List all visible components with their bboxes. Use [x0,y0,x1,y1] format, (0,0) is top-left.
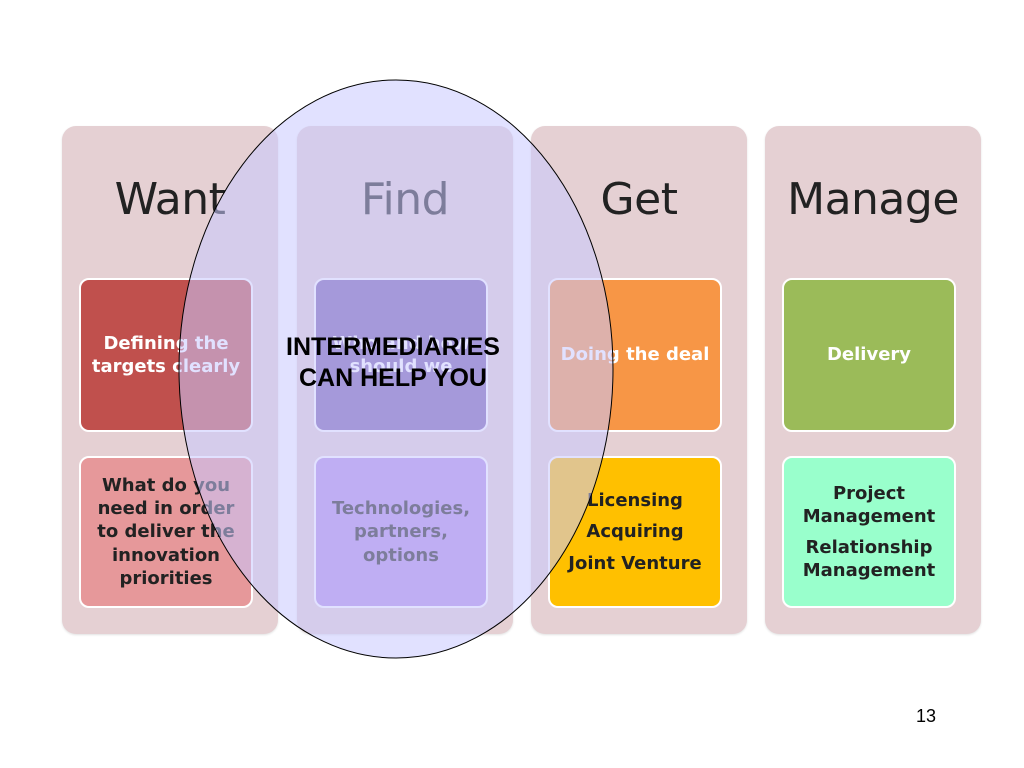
manage-top-box-text: Delivery [826,344,912,366]
manage-relationship-management-text: Relationship Management [802,537,936,582]
want-bottom-box: What do you need in order to deliver the… [79,456,253,608]
column-get: Get Doing the deal Licensing Acquiring J… [531,126,747,634]
get-joint-venture-text: Joint Venture [568,552,702,574]
manage-project-management-text: Project Management [802,482,936,527]
column-title-find: Find [360,174,450,225]
get-top-box-text: Doing the deal [560,344,710,366]
column-want: Want Defining the targets clearly What d… [62,126,278,634]
intermediaries-callout: INTERMEDIARIES CAN HELP YOU [253,332,533,393]
column-title-want: Want [114,174,226,225]
manage-top-box: Delivery [782,278,956,432]
get-acquiring-text: Acquiring [586,521,684,543]
want-top-box-text: Defining the targets clearly [91,332,241,377]
column-manage: Manage Delivery Project Management Relat… [765,126,981,634]
callout-line-2: CAN HELP YOU [298,363,487,392]
want-top-box: Defining the targets clearly [79,278,253,432]
column-title-get: Get [600,174,678,225]
manage-bottom-box: Project Management Relationship Manageme… [782,456,956,608]
callout-line-1: INTERMEDIARIES [286,333,500,361]
want-bottom-box-text: What do you need in order to deliver the… [97,475,235,589]
column-title-manage: Manage [787,174,959,225]
page-number: 13 [915,706,937,726]
get-top-box: Doing the deal [548,278,722,432]
find-bottom-box: Technologies, partners, options [314,456,488,608]
get-bottom-box: Licensing Acquiring Joint Venture [548,456,722,608]
get-licensing-text: Licensing [587,490,683,512]
find-bottom-box-text: Technologies, partners, options [331,498,471,566]
